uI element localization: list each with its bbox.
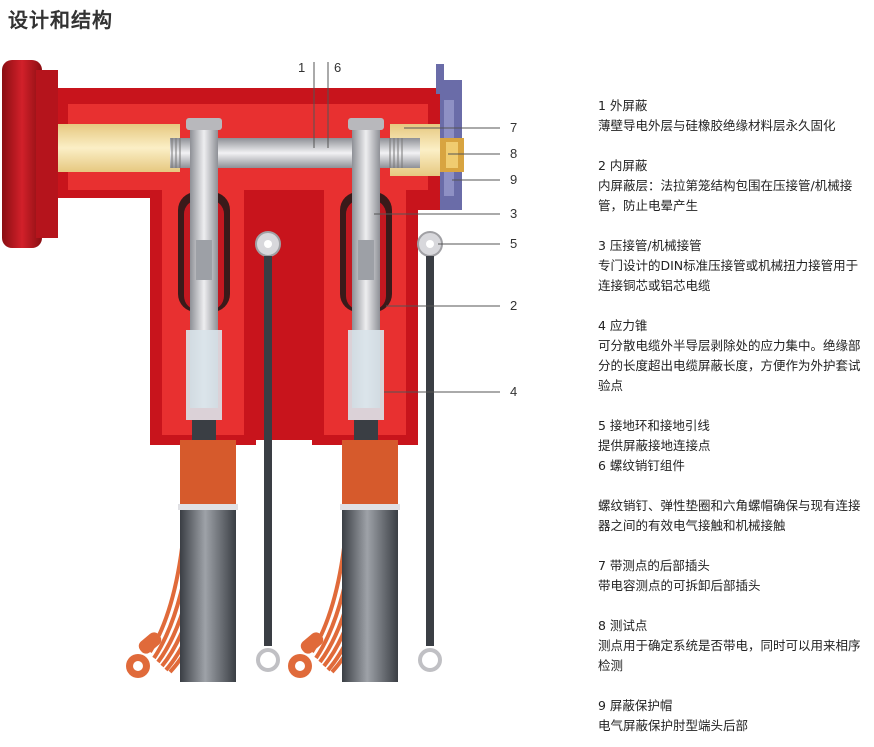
callout-4: 4 [510,384,518,399]
cable-lug-left [126,632,162,678]
desc-item-2: 2 内屏蔽 内屏蔽层：法拉第笼结构包围在压接管/机械接管，防止电晕产生 [598,156,868,216]
callout-1: 1 [298,60,306,75]
desc-item-5: 5 接地环和接地引线 提供屏蔽接地连接点 [598,416,868,456]
desc-item-7: 7 带测点的后部插头 带电容测点的可拆卸后部插头 [598,556,868,596]
stress-cone-left [186,330,222,440]
description-list: 1 外屏蔽 薄壁导电外层与硅橡胶绝缘材料层永久固化 2 内屏蔽 内屏蔽层：法拉第… [598,96,868,736]
desc-title: 8 测试点 [598,618,648,633]
desc-item-6-text: 螺纹销钉、弹性垫圈和六角螺帽确保与现有连接器之间的有效电气接触和机械接触 [598,496,868,536]
desc-title: 2 内屏蔽 [598,158,648,173]
cable-lug-right [288,632,324,678]
desc-text: 电气屏蔽保护肘型端头后部 [598,718,749,733]
bushing-bore [58,124,180,172]
desc-title: 1 外屏蔽 [598,98,648,113]
callout-5: 5 [510,236,518,251]
desc-text: 螺纹销钉、弹性垫圈和六角螺帽确保与现有连接器之间的有效电气接触和机械接触 [598,498,861,533]
desc-item-1: 1 外屏蔽 薄壁导电外层与硅橡胶绝缘材料层永久固化 [598,96,868,136]
desc-title: 9 屏蔽保护帽 [598,698,673,713]
ground-lead-left [255,231,281,672]
desc-text: 提供屏蔽接地连接点 [598,438,711,453]
desc-title: 6 螺纹销钉组件 [598,458,685,473]
desc-item-6: 6 螺纹销钉组件 [598,456,868,476]
callout-7: 7 [510,120,518,135]
desc-text: 内屏蔽层：法拉第笼结构包围在压接管/机械接管，防止电晕产生 [598,178,853,213]
cable-left [180,510,236,682]
callout-2: 2 [510,298,518,313]
desc-title: 3 压接管/机械接管 [598,238,702,253]
bushing-flange [2,60,58,248]
desc-text: 薄壁导电外层与硅橡胶绝缘材料层永久固化 [598,118,836,133]
desc-item-3: 3 压接管/机械接管 专门设计的DIN标准压接管或机械扭力接管用于连接铜芯或铝芯… [598,236,868,296]
desc-item-8: 8 测试点 测点用于确定系统是否带电，同时可以用来相序检测 [598,616,868,676]
desc-title: 4 应力锥 [598,318,648,333]
desc-item-4: 4 应力锥 可分散电缆外半导层剥除处的应力集中。绝缘部分的长度超出电缆屏蔽长度，… [598,316,868,396]
desc-title: 7 带测点的后部插头 [598,558,710,573]
leader-lines [313,62,500,393]
desc-text: 带电容测点的可拆卸后部插头 [598,578,761,593]
ground-lead-right [417,231,443,672]
crimp-lug-right [340,118,392,408]
callout-8: 8 [510,146,518,161]
callout-3: 3 [510,206,518,221]
desc-text: 测点用于确定系统是否带电，同时可以用来相序检测 [598,638,861,673]
test-point [440,138,464,172]
desc-text: 专门设计的DIN标准压接管或机械扭力接管用于连接铜芯或铝芯电缆 [598,258,859,293]
connector-cutaway-diagram [2,60,500,682]
callout-9: 9 [510,172,518,187]
callout-6: 6 [334,60,342,75]
stress-cone-right [348,330,384,440]
binding-bands [178,504,400,510]
desc-item-9: 9 屏蔽保护帽 电气屏蔽保护肘型端头后部 [598,696,868,736]
desc-title: 5 接地环和接地引线 [598,418,710,433]
cable-right [342,510,398,682]
desc-text: 可分散电缆外半导层剥除处的应力集中。绝缘部分的长度超出电缆屏蔽长度，方便作为外护… [598,338,861,393]
page-title: 设计和结构 [8,8,113,32]
